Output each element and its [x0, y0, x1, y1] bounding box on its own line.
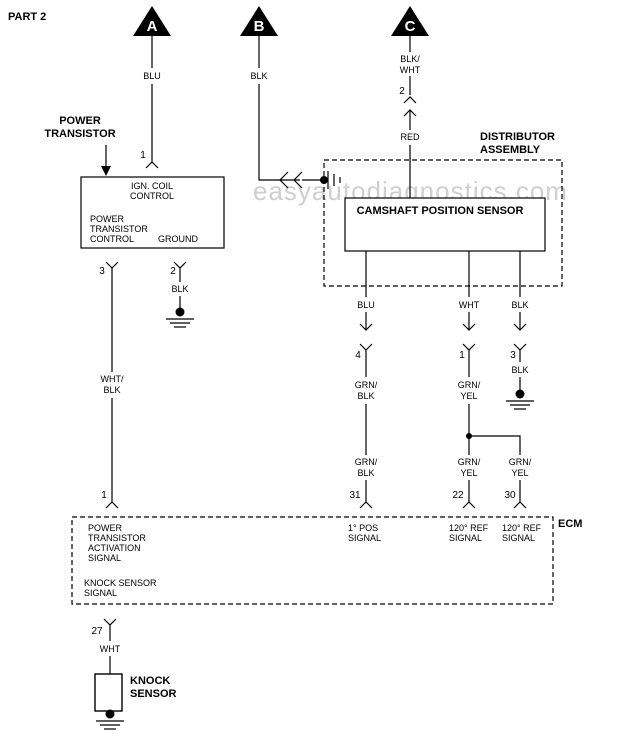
distributor-label: DISTRIBUTOR — [480, 131, 555, 143]
connector-c-letter: C — [405, 18, 416, 35]
ecm-label: ECM — [558, 518, 582, 530]
connector-a-letter: A — [147, 18, 158, 35]
ecm-pin-label: KNOCK SENSOR — [84, 578, 157, 588]
connector-fork — [173, 261, 187, 269]
ign-coil-control-label: CONTROL — [130, 191, 174, 201]
ecm-pin-label: SIGNAL — [348, 533, 381, 543]
wire-label: WHT/ — [101, 374, 124, 384]
pt-control-label: CONTROL — [90, 234, 134, 244]
pin-label: 2 — [170, 266, 176, 277]
pin-label: 22 — [452, 490, 464, 501]
wire-label-c-bottom: RED — [400, 132, 420, 142]
wire-label-b: BLK — [250, 71, 267, 81]
connector-fork — [105, 501, 119, 509]
wire-label: WHT — [459, 300, 480, 310]
wire-label: GRN/ — [458, 380, 481, 390]
pin-label-a: 1 — [140, 150, 146, 161]
wire-label: GRN/ — [509, 457, 532, 467]
wire-label: BLK — [103, 385, 120, 395]
knock-sensor-label: KNOCK — [130, 675, 170, 687]
wire-label: GRN/ — [458, 457, 481, 467]
camshaft-sensor-box — [344, 197, 546, 252]
connector-a: A — [133, 6, 171, 36]
connector-fork — [359, 501, 373, 509]
ecm-pin-label: 120° REF — [449, 523, 489, 533]
splice-dot — [175, 307, 185, 317]
power-transistor-label: POWER — [59, 115, 101, 127]
ecm-pin-label: SIGNAL — [88, 553, 121, 563]
wire-label: WHT — [100, 644, 121, 654]
splice-dot — [105, 709, 115, 719]
distributor-assembly-box — [323, 159, 563, 287]
connector-fork — [513, 343, 527, 351]
ecm-pin-label: 120° REF — [502, 523, 542, 533]
page-title: PART 2 — [8, 11, 46, 23]
connector-chevron — [359, 323, 373, 331]
connector-fork — [103, 618, 117, 626]
power-transistor-box — [80, 176, 225, 249]
camshaft-sensor-label: CAMSHAFT POSITION SENSOR — [357, 205, 524, 217]
connector-chevron — [462, 323, 476, 331]
connector-fork — [403, 96, 417, 104]
wire-label: YEL — [511, 468, 528, 478]
wire-label-c-top: BLK/ — [400, 54, 420, 64]
power-transistor-label: TRANSISTOR — [44, 128, 115, 140]
connector-b: B — [240, 6, 278, 36]
connector-fork — [105, 261, 119, 269]
wire-label: YEL — [460, 391, 477, 401]
pt-ground-label: GROUND — [158, 234, 198, 244]
wire-label: BLK — [357, 391, 374, 401]
pin-label: 1 — [459, 350, 465, 361]
knock-sensor-label: SENSOR — [130, 688, 177, 700]
pin-label: 3 — [99, 266, 105, 277]
splice-dot — [515, 389, 525, 399]
wire-label: GRN/ — [355, 457, 378, 467]
connector-a-triangle — [133, 6, 171, 36]
wire-label: BLU — [357, 300, 375, 310]
ign-coil-control-label: IGN. COIL — [131, 181, 173, 191]
wire-label: BLK — [511, 365, 528, 375]
wire-label-c-top: WHT — [400, 65, 421, 75]
connector-chevron — [293, 171, 303, 189]
pin-label: 27 — [91, 626, 103, 637]
pin-label: 3 — [510, 350, 516, 361]
connector-c-triangle — [391, 6, 429, 36]
ecm-pin-label: ACTIVATION — [88, 543, 141, 553]
wire-label: BLK — [511, 300, 528, 310]
ecm-box — [71, 516, 554, 605]
wire-label: YEL — [460, 468, 477, 478]
wire-label: GRN/ — [355, 380, 378, 390]
ecm-pin-label: POWER — [88, 523, 123, 533]
connector-b-letter: B — [254, 18, 265, 35]
wire-label: BLK — [171, 284, 188, 294]
connector-fork — [462, 501, 476, 509]
ecm-pin-label: TRANSISTOR — [88, 533, 146, 543]
pin-label: 1 — [101, 490, 107, 501]
connector-b-triangle — [240, 6, 278, 36]
connector-fork — [359, 343, 373, 351]
ecm-pin-label: SIGNAL — [84, 588, 117, 598]
knock-sensor-box — [94, 673, 123, 712]
pin-label: 30 — [504, 490, 516, 501]
ecm-pin-label: SIGNAL — [502, 533, 535, 543]
pt-control-label: POWER — [90, 214, 125, 224]
connector-c: C — [391, 6, 429, 36]
ecm-pin-label: SIGNAL — [449, 533, 482, 543]
connector-chevron — [513, 323, 527, 331]
connector-fork — [145, 161, 159, 169]
pin-label: 4 — [355, 350, 361, 361]
pin-label-c: 2 — [399, 86, 405, 97]
pin-label: 31 — [349, 490, 361, 501]
arrow-icon — [101, 166, 111, 176]
connector-fork — [513, 501, 527, 509]
distributor-label: ASSEMBLY — [480, 144, 541, 156]
connector-chevron — [279, 171, 289, 189]
ecm-pin-label: 1° POS — [348, 523, 378, 533]
wire-label: BLK — [357, 468, 374, 478]
pt-control-label: TRANSISTOR — [90, 224, 148, 234]
connector-fork — [462, 343, 476, 351]
wire-label-a: BLU — [143, 71, 161, 81]
